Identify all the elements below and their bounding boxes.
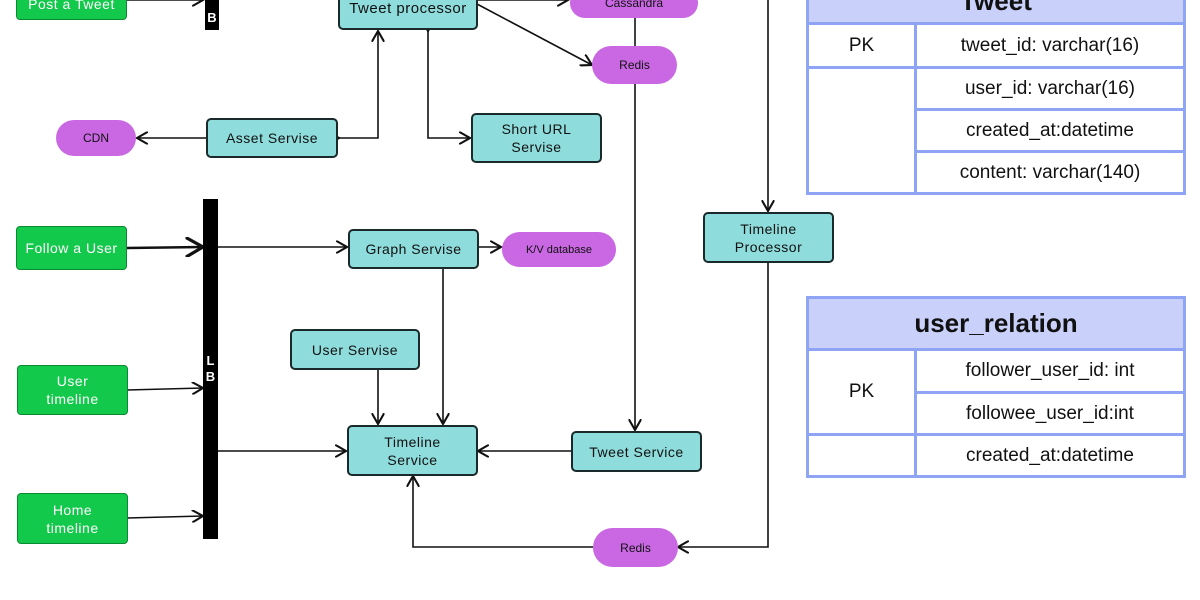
user-relation-table-key-empty [806, 433, 917, 478]
arrow-asset-processor [339, 31, 378, 138]
user-relation-table-pk: PK [806, 348, 917, 436]
graph-service[interactable]: Graph Servise [348, 229, 479, 269]
arrow-hometimeline-to-lb [126, 516, 203, 518]
arrow-processor-to-redis [476, 3, 592, 65]
arrow-timelineprocessor-to-redis [678, 262, 769, 547]
tweet-service[interactable]: Tweet Service [571, 431, 702, 472]
tweet-processor[interactable]: Tweet processor [338, 0, 478, 30]
timeline-service[interactable]: Timeline Service [347, 425, 478, 476]
user-relation-table-column: follower_user_id: int [914, 348, 1186, 394]
home-timeline-client[interactable]: Home timeline [17, 493, 128, 544]
lb-label-b: B [205, 369, 216, 384]
kv-database[interactable]: K/V database [502, 232, 616, 267]
user-relation-table-column: created_at:datetime [914, 433, 1186, 478]
arrow-processor-shorturl [428, 31, 470, 138]
arrow-redis-to-timeline [413, 476, 593, 548]
user-service[interactable]: User Servise [290, 329, 420, 370]
cdn[interactable]: CDN [56, 120, 136, 156]
tweet-table-pk: PK [806, 22, 917, 69]
lb-label-l: L [206, 353, 215, 368]
redis-cache-top[interactable]: Redis [592, 46, 677, 84]
tweet-table-title: Tweet [806, 0, 1186, 25]
timeline-processor[interactable]: Timeline Processor [703, 212, 834, 263]
user-relation-table-column: followee_user_id:int [914, 391, 1186, 436]
tweet-table-column: created_at:datetime [914, 108, 1186, 153]
redis-cache-bottom[interactable]: Redis [593, 528, 678, 567]
cassandra-db[interactable]: Cassandra [570, 0, 698, 18]
tweet-table-column: tweet_id: varchar(16) [914, 22, 1186, 69]
tweet-table-column: content: varchar(140) [914, 150, 1186, 195]
load-balancer-top: B [205, 0, 219, 30]
tweet-table-column: user_id: varchar(16) [914, 66, 1186, 111]
load-balancer: L B [203, 199, 218, 539]
follow-user-client[interactable]: Follow a User [16, 226, 127, 270]
lb-label: B [207, 10, 217, 25]
arrow-usertimeline-to-lb [126, 388, 203, 390]
post-tweet-client[interactable]: Post a Tweet [16, 0, 127, 20]
asset-service[interactable]: Asset Servise [206, 118, 338, 158]
user-relation-table-title: user_relation [806, 296, 1186, 351]
short-url-service[interactable]: Short URL Servise [471, 113, 602, 163]
user-timeline-client[interactable]: User timeline [17, 365, 128, 415]
tweet-table-key-empty [806, 66, 917, 195]
arrow-follow-to-lb [126, 247, 203, 248]
